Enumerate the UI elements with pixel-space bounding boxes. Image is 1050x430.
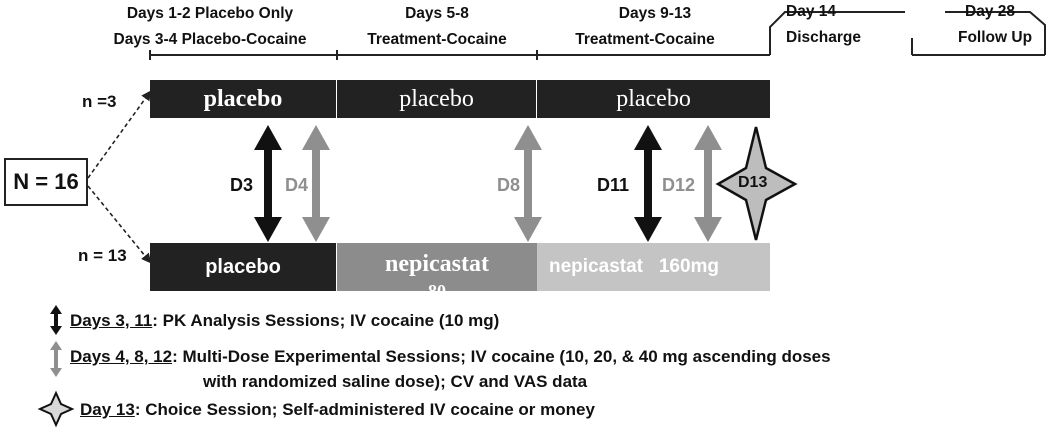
timeline-col4-line2: Discharge xyxy=(786,29,861,46)
legend-item-multidose-text: : Multi-Dose Experimental Sessions; IV c… xyxy=(172,347,831,366)
dotted-arrow-top xyxy=(87,90,152,179)
day-label-d3: D3 xyxy=(230,175,254,195)
dotted-arrow-bottom xyxy=(87,185,152,264)
timeline-axis xyxy=(149,11,1046,60)
legend-item-choice: Day 13: Choice Session; Self-administere… xyxy=(80,400,595,420)
bottom-bar-segment-2: nepicastat 80 xyxy=(337,243,537,291)
total-n-box: N = 16 xyxy=(4,158,88,206)
timeline-col5-line2: Follow Up xyxy=(958,29,1033,46)
top-bar-segment-3: placebo xyxy=(537,80,770,118)
timeline-col4-line1: Day 14 xyxy=(786,3,836,20)
top-group-n-label: n =3 xyxy=(82,92,117,111)
day-label-d12: D12 xyxy=(662,175,696,195)
legend-item-choice-text: : Choice Session; Self-administered IV c… xyxy=(134,400,595,419)
d8-grey-arrow xyxy=(514,125,542,242)
legend-item-multidose: Days 4, 8, 12: Multi-Dose Experimental S… xyxy=(70,347,831,367)
timeline-col2-line1: Days 5-8 xyxy=(405,5,469,22)
legend-item-pk-days: Days 3, 11 xyxy=(70,311,153,330)
bottom-bar-segment-3: nepicastat 160mg xyxy=(537,243,770,291)
day-label-d11: D11 xyxy=(597,175,630,195)
timeline-col1-line2: Days 3-4 Placebo-Cocaine xyxy=(113,31,307,48)
day-label-d13: D13 xyxy=(738,174,768,191)
legend-grey-arrow-icon xyxy=(50,341,62,377)
bottom-group-n-label: n = 13 xyxy=(78,246,127,265)
timeline-col5-line1: Day 28 xyxy=(965,3,1015,20)
d11-black-arrow xyxy=(634,125,662,242)
bottom-bar-segment-1: placebo xyxy=(150,243,336,291)
legend-item-pk: Days 3, 11: PK Analysis Sessions; IV coc… xyxy=(70,311,499,331)
d3-black-arrow xyxy=(254,125,282,242)
timeline-col2-line2: Treatment-Cocaine xyxy=(367,31,507,48)
legend-item-multidose-days: Days 4, 8, 12 xyxy=(70,347,173,366)
day28-bracket xyxy=(945,11,1046,55)
d4-grey-arrow xyxy=(302,125,330,242)
legend-item-multidose-line2: with randomized saline dose); CV and VAS… xyxy=(203,372,588,391)
day-label-d4: D4 xyxy=(285,175,309,195)
legend-black-arrow-icon xyxy=(50,305,62,335)
day14-bracket xyxy=(769,11,905,55)
d12-grey-arrow xyxy=(694,125,722,242)
bottom-bar-segment-2-dose-cut: 80 xyxy=(428,281,446,291)
top-bar-segment-1: placebo xyxy=(150,80,336,118)
legend-item-choice-days: Day 13 xyxy=(80,400,135,419)
legend-star-icon xyxy=(37,390,75,428)
bottom-bar-segment-2-label: nepicastat xyxy=(385,251,489,277)
day-label-d8: D8 xyxy=(497,175,521,195)
d13-star-icon xyxy=(715,126,798,241)
timeline-col3-line2: Treatment-Cocaine xyxy=(575,31,715,48)
top-bar-segment-2: placebo xyxy=(337,80,536,118)
timeline-col3-line1: Days 9-13 xyxy=(618,5,692,22)
timeline-col1-line1: Days 1-2 Placebo Only xyxy=(126,5,294,22)
legend-item-pk-text: : PK Analysis Sessions; IV cocaine (10 m… xyxy=(152,311,500,330)
